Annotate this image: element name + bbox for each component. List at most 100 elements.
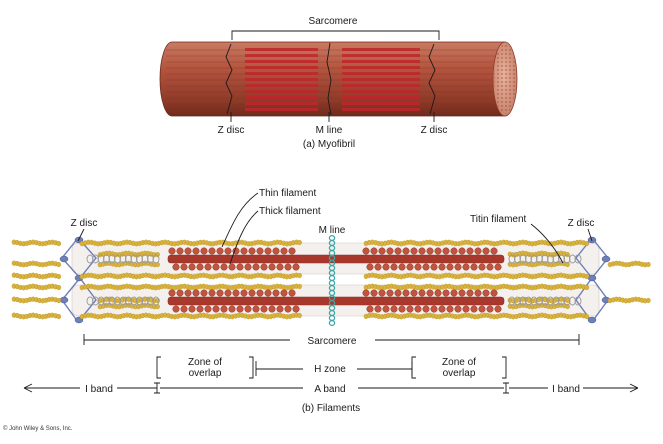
- titin-filaments: [86, 254, 582, 306]
- i-band-right-arrow: [509, 383, 639, 393]
- titin-coil-left: [119, 254, 127, 264]
- thin-filaments: [11, 239, 651, 320]
- thin-filament-outer: [56, 273, 62, 280]
- myosin-head: [474, 247, 482, 255]
- myosin-head: [224, 247, 232, 255]
- myosin-head: [374, 263, 382, 271]
- thin-filament-left: [297, 239, 302, 246]
- myosin-head: [252, 263, 260, 271]
- titin-coil-right: [558, 296, 565, 306]
- myosin-head: [292, 263, 300, 271]
- myofibril-a-band-stripe: [245, 54, 318, 57]
- thick-filament-shaft: [167, 254, 505, 264]
- myofibril-a-band-stripe: [245, 96, 318, 99]
- myofibril-m-line-label: M line: [316, 125, 343, 136]
- z-disc-right-label-b: Z disc: [568, 218, 595, 229]
- myosin-head: [188, 263, 196, 271]
- myosin-head: [410, 247, 418, 255]
- myosin-head: [280, 247, 288, 255]
- titin-coil-left: [92, 254, 99, 264]
- myosin-head: [382, 263, 390, 271]
- myosin-head: [486, 305, 494, 313]
- i-band-left-label: I band: [85, 384, 113, 395]
- titin-coil-right: [508, 254, 516, 264]
- myosin-head: [184, 289, 192, 297]
- titin-coil-left: [136, 296, 143, 306]
- filaments-section: Thin filament Thick filament Z disc M li…: [11, 188, 651, 414]
- myosin-head: [192, 247, 200, 255]
- i-band-left-cap: [154, 382, 160, 394]
- myofibril-caption: (a) Myofibril: [303, 139, 355, 150]
- myosin-head: [410, 289, 418, 297]
- titin-coil-right: [563, 296, 571, 306]
- myosin-head: [470, 305, 478, 313]
- myofibril-a-band-stripe: [342, 54, 420, 57]
- myosin-head: [268, 263, 276, 271]
- titin-coil-right: [525, 254, 532, 264]
- titin-coil-left: [152, 296, 160, 306]
- myosin-head: [382, 305, 390, 313]
- h-zone-bracket: [255, 361, 413, 376]
- myofibril-a-band-stripe: [245, 78, 318, 81]
- z-disc-node: [59, 255, 69, 263]
- filaments-caption: (b) Filaments: [302, 403, 360, 414]
- titin-coil-left: [136, 254, 143, 264]
- myosin-head: [474, 289, 482, 297]
- titin-coil-left: [103, 296, 110, 306]
- myosin-head: [482, 247, 490, 255]
- m-line-label-b: M line: [319, 225, 346, 236]
- titin-coil-left: [147, 296, 154, 306]
- myosin-head: [252, 305, 260, 313]
- myosin-head: [450, 289, 458, 297]
- myosin-head: [362, 247, 370, 255]
- myofibril-a-band-stripe: [245, 84, 318, 87]
- zone-overlap-right-line1: Zone of: [442, 357, 476, 368]
- myosin-head: [402, 247, 410, 255]
- titin-coil-right: [569, 254, 576, 264]
- titin-coil-right: [541, 254, 549, 264]
- myosin-head: [366, 263, 374, 271]
- myosin-head: [430, 305, 438, 313]
- titin-filament-label: Titin filament: [470, 214, 527, 225]
- thin-filament-right: [584, 285, 590, 291]
- h-zone-label: H zone: [314, 364, 346, 375]
- zone-overlap-right-line2: overlap: [443, 368, 476, 379]
- z-disc-node: [601, 255, 611, 263]
- myofibril-cylinder: [159, 41, 506, 117]
- titin-coil-right: [519, 254, 527, 264]
- sarcomere-label-b: Sarcomere: [308, 336, 357, 347]
- titin-coil-right: [519, 296, 527, 306]
- thin-filament-outer: [646, 261, 651, 268]
- myosin-head: [442, 289, 450, 297]
- titin-coil-left: [130, 254, 138, 264]
- myosin-head: [494, 305, 502, 313]
- thin-filament-outer: [56, 240, 62, 247]
- myosin-head: [402, 289, 410, 297]
- myosin-head: [180, 263, 188, 271]
- myosin-head: [478, 263, 486, 271]
- myosin-head: [204, 305, 212, 313]
- myofibril-stripes: [166, 49, 505, 111]
- titin-coil-right: [536, 254, 543, 264]
- thin-filament-label: Thin filament: [259, 188, 316, 199]
- myofibril-a-band-stripe: [245, 60, 318, 63]
- myosin-head: [284, 305, 292, 313]
- myosin-head: [458, 289, 466, 297]
- myosin-head: [232, 289, 240, 297]
- titin-coil-left: [97, 296, 105, 306]
- a-band-label: A band: [314, 384, 345, 395]
- myosin-head: [362, 289, 370, 297]
- zone-overlap-left-bracket: [156, 356, 254, 379]
- myosin-head: [292, 305, 300, 313]
- thin-filament-left: [297, 312, 302, 319]
- myosin-head: [204, 263, 212, 271]
- myosin-head: [192, 289, 200, 297]
- myosin-head: [422, 305, 430, 313]
- thin-filament-right: [584, 314, 590, 320]
- myosin-head: [220, 305, 228, 313]
- z-disc-node: [59, 296, 69, 304]
- myosin-head: [422, 263, 430, 271]
- myosin-head: [280, 289, 288, 297]
- titin-coil-right: [514, 296, 521, 306]
